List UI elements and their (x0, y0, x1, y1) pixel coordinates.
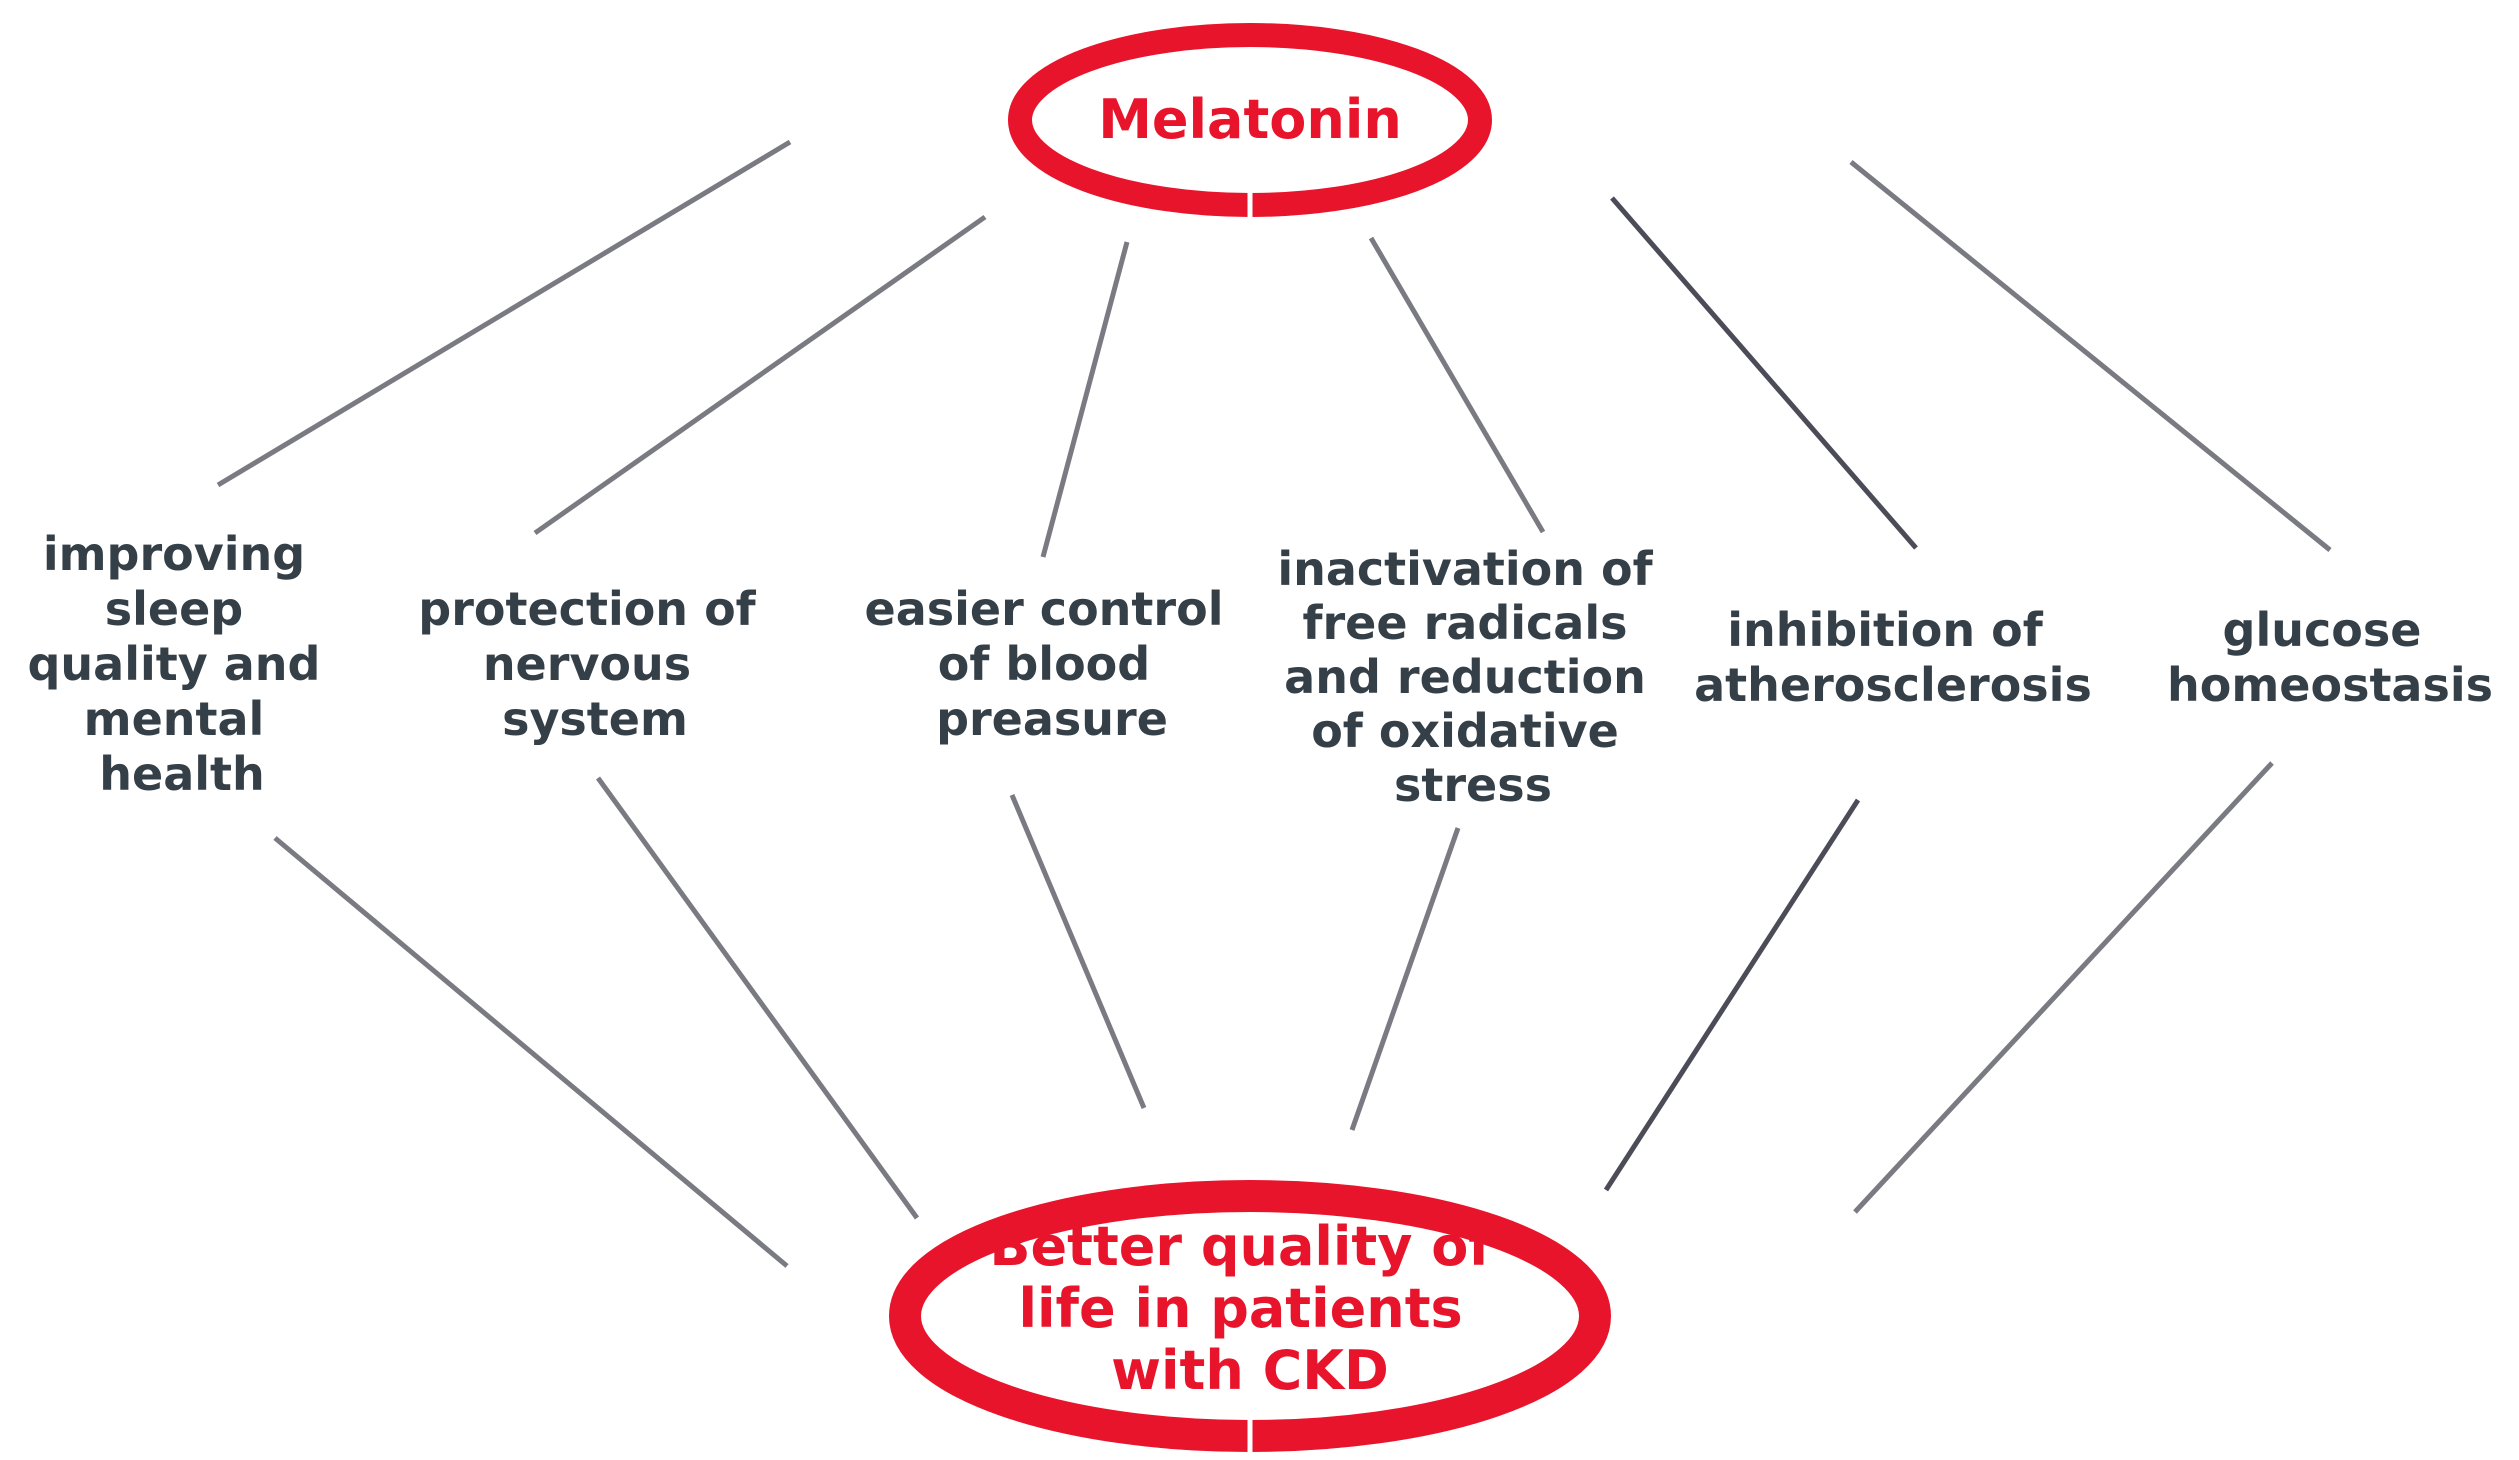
effect-line: health (99, 747, 265, 801)
effect-line: stress (1394, 758, 1552, 812)
outcome-node: Better quality of life in patients with … (889, 1180, 1611, 1452)
effect-line: homeostasis (2167, 658, 2493, 712)
melatonin-node: Melatonin (1008, 23, 1492, 218)
connector-bottom-3 (1009, 794, 1147, 1109)
effect-labels: improving sleep quality and mental healt… (28, 527, 2494, 812)
connector-bottom-4 (1349, 827, 1461, 1131)
connector-bottom-6 (1853, 761, 2274, 1214)
connector-top-3 (1040, 241, 1130, 558)
effect-line: free radicals (1302, 596, 1627, 650)
effect-line: easier control (865, 582, 1224, 636)
melatonin-label: Melatonin (1098, 88, 1402, 151)
effect-line: improving (43, 527, 305, 581)
connector-top-1 (216, 139, 792, 488)
effect-line: inhibition of (1727, 603, 2043, 657)
outcome-line: Better quality of (989, 1215, 1492, 1278)
connector-bottom-2 (595, 776, 920, 1220)
effect-line: quality and (28, 637, 321, 691)
effect-label-atherosclerosis: inhibition of atherosclerosis (1694, 603, 2092, 712)
effect-line: mental (84, 692, 265, 746)
upper-connectors (216, 139, 2332, 558)
effect-line: of blood (938, 637, 1150, 691)
connector-top-2 (533, 214, 987, 536)
effect-label-free-radicals: inactivation of free radicals and reduct… (1277, 542, 1668, 812)
connector-bottom-1 (273, 836, 789, 1268)
effect-label-nervous-system: protection of nervous system (418, 582, 771, 746)
effect-line: and reduction (1284, 650, 1646, 704)
connector-bottom-5 (1603, 798, 1861, 1192)
connector-top-6 (1849, 160, 2332, 552)
lower-connectors (273, 761, 2274, 1268)
effect-line: nervous (483, 637, 691, 691)
effect-line: system (502, 692, 688, 746)
effect-label-glucose: glucose homeostasis (2167, 603, 2493, 712)
connector-top-5 (1610, 196, 1918, 550)
effect-line: inactivation of (1277, 542, 1653, 596)
effect-line: of oxidative (1311, 704, 1619, 758)
effect-label-blood-pressure: easier control of blood preasure (865, 582, 1240, 746)
effect-line: preasure (936, 692, 1168, 746)
connector-top-4 (1368, 236, 1546, 534)
outcome-line: life in patients (1019, 1277, 1463, 1340)
effect-line: atherosclerosis (1694, 658, 2092, 712)
effect-label-sleep: improving sleep quality and mental healt… (28, 527, 337, 801)
effect-line: protection of (418, 582, 756, 636)
effect-line: glucose (2223, 603, 2422, 657)
effect-line: sleep (105, 582, 243, 636)
outcome-line: with CKD (1111, 1339, 1389, 1402)
outcome-label: Better quality of life in patients with … (989, 1215, 1510, 1402)
